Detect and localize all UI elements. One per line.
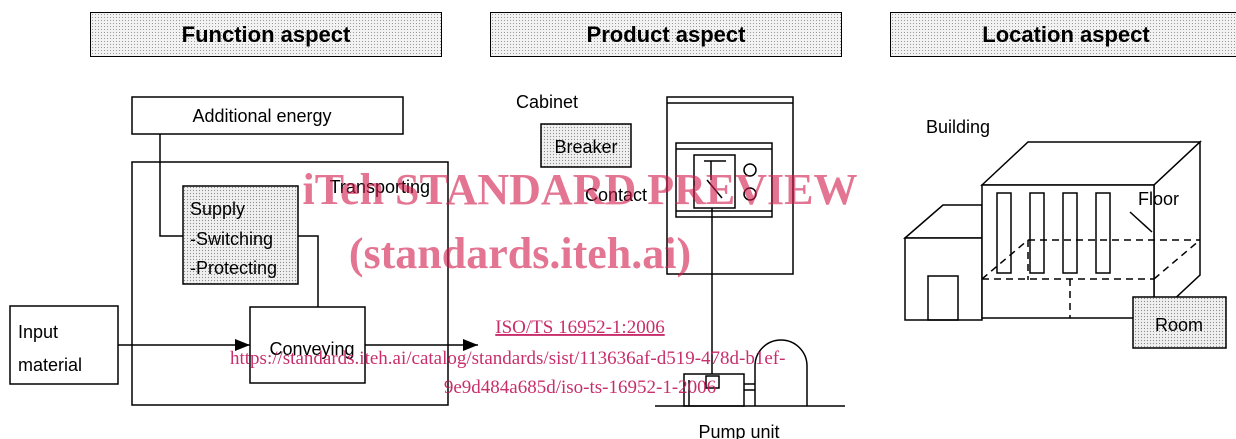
- supply-box: [182, 185, 299, 285]
- room-box: [1132, 296, 1227, 349]
- supply-conveying-line: [298, 235, 319, 307]
- watermark-title: iTeh STANDARD PREVIEW: [303, 165, 858, 214]
- cabinet-label: Cabinet: [516, 92, 578, 112]
- transporting-box: [131, 161, 449, 406]
- conveying-label: Conveying: [269, 339, 354, 359]
- additional-energy-box: [131, 96, 404, 135]
- input-material-box: [9, 305, 119, 385]
- floor-label: Floor: [1138, 189, 1179, 209]
- energy-line: [159, 134, 183, 237]
- switching-label: -Switching: [190, 229, 273, 249]
- building-label: Building: [926, 117, 990, 137]
- pump-unit-label: Pump unit: [698, 422, 779, 439]
- watermark-site: (standards.iteh.ai): [349, 229, 691, 278]
- breaker-label: Breaker: [554, 137, 617, 157]
- transporting-label: Transporting: [330, 177, 430, 197]
- product-aspect-diagram: [540, 96, 845, 407]
- watermark: iTeh STANDARD PREVIEW (standards.iteh.ai…: [230, 165, 857, 398]
- supply-label: Supply: [190, 199, 245, 219]
- contact-box: [675, 142, 773, 218]
- product-aspect-header: Product aspect: [490, 12, 842, 57]
- pump-unit-icon: [655, 339, 845, 407]
- indicator-lamp-top: [743, 163, 757, 177]
- watermark-doc-id: ISO/TS 16952-1:2006: [495, 317, 664, 338]
- building-drawing: [902, 140, 1202, 321]
- additional-energy-label: Additional energy: [192, 106, 331, 126]
- input-label: Input: [18, 322, 58, 342]
- indicator-lamp-bottom: [743, 187, 757, 201]
- watermark-url-2: 9e9d484a685d/iso-ts-16952-1-2006: [444, 377, 716, 398]
- watermark-url-1: https://standards.iteh.ai/catalog/standa…: [230, 348, 785, 369]
- breaker-box: [540, 123, 632, 168]
- contactor-switch: [693, 154, 736, 209]
- floor-plane: [981, 239, 1201, 318]
- material-label: material: [18, 355, 82, 375]
- contact-label: Contact: [585, 185, 647, 205]
- protecting-label: -Protecting: [190, 258, 277, 278]
- function-aspect-header: Function aspect: [90, 12, 442, 57]
- room-label: Room: [1155, 315, 1203, 335]
- annex-door: [927, 275, 959, 321]
- conveying-box: [249, 306, 366, 384]
- function-aspect-diagram: [9, 96, 478, 406]
- location-aspect-header: Location aspect: [890, 12, 1236, 57]
